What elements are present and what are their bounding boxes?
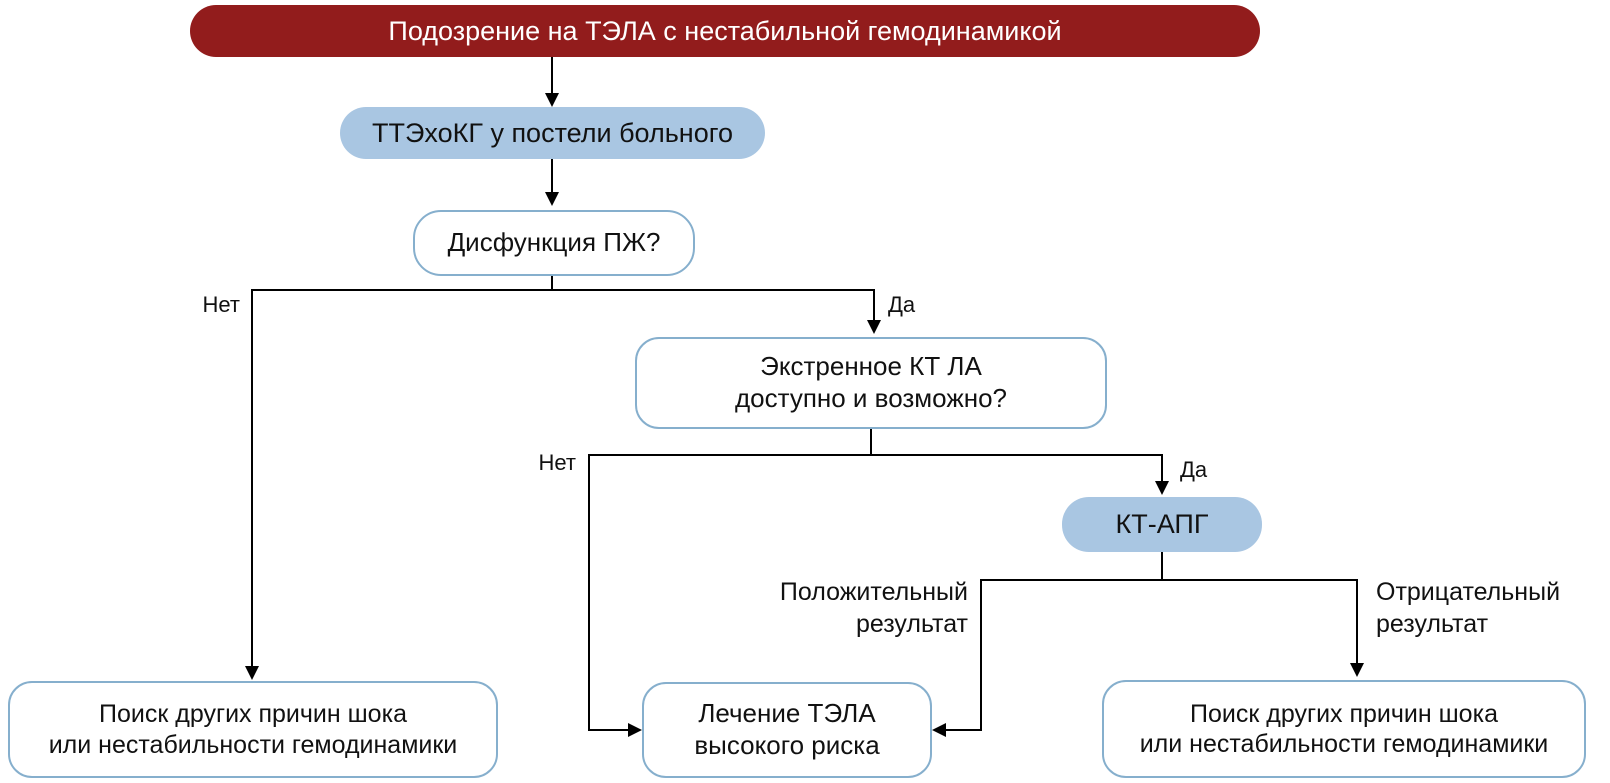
node-suspected-pe: Подозрение на ТЭЛА с нестабильной гемоди… [190,5,1260,57]
edge-label-positive-line1: Положительный [779,578,968,606]
arrowhead-right-icon [628,723,642,737]
connector-line [870,429,872,456]
node-treat-high-risk-pe-line1: Лечение ТЭЛА [698,698,876,729]
edge-label-ct-yes: Да [1180,457,1208,482]
node-rv-dysfunction-label: Дисфункция ПЖ? [447,227,661,258]
connector-line [946,729,982,731]
node-search-other-causes-left: Поиск других причин шока или нестабильно… [8,681,498,778]
node-tte-bedside: ТТЭхоКГ у постели больного [340,107,765,159]
connector-line [1161,552,1163,581]
node-rv-dysfunction: Дисфункция ПЖ? [413,210,695,276]
connector-line [588,454,1163,456]
edge-label-negative-result: Отрицательный результат [1376,577,1560,640]
edge-label-rv-yes: Да [888,292,916,317]
node-treat-high-risk-pe: Лечение ТЭЛА высокого риска [642,682,932,778]
edge-label-positive-line2: результат [855,609,968,638]
connector-line [551,276,553,291]
edge-label-positive-result: Положительный результат [712,577,968,640]
connector-line [251,289,875,291]
node-search-other-causes-right: Поиск других причин шока или нестабильно… [1102,680,1586,778]
connector-line [551,159,553,193]
node-ct-availability-line1: Экстренное КТ ЛА [760,351,982,382]
node-search-other-causes-left-line1: Поиск других причин шока [99,700,407,728]
arrowhead-down-icon [867,320,881,334]
node-treat-high-risk-pe-line2: высокого риска [694,730,880,760]
connector-line [588,729,628,731]
connector-line [980,579,1358,581]
edge-label-negative-line1: Отрицательный [1376,578,1561,606]
edge-label-negative-line2: результат [1376,609,1489,638]
node-search-other-causes-left-line2: или нестабильности гемодинамики [48,730,458,759]
node-ctpa: КТ-АПГ [1062,497,1262,552]
node-search-other-causes-right-line1: Поиск других причин шока [1190,699,1498,728]
node-search-other-causes-right-line2: или нестабильности гемодинамики [1139,730,1549,758]
arrowhead-down-icon [1155,481,1169,495]
connector-line [1161,454,1163,482]
node-ct-availability: Экстренное КТ ЛА доступно и возможно? [635,337,1107,429]
connector-line [1356,579,1358,664]
node-tte-bedside-label: ТТЭхоКГ у постели больного [371,117,734,148]
connector-line [588,454,590,731]
node-ctpa-label: КТ-АПГ [1115,509,1209,540]
arrowhead-down-icon [245,666,259,680]
arrowhead-left-icon [932,723,946,737]
arrowhead-down-icon [1350,663,1364,677]
arrowhead-down-icon [545,93,559,107]
node-ct-availability-line2: доступно и возможно? [734,383,1008,413]
connector-line [873,289,875,321]
node-suspected-pe-label: Подозрение на ТЭЛА с нестабильной гемоди… [388,15,1062,46]
connector-line [251,289,253,667]
connector-line [980,579,982,731]
edge-label-ct-no: Нет [538,450,576,475]
arrowhead-down-icon [545,192,559,206]
connector-line [551,57,553,94]
edge-label-rv-no: Нет [202,292,240,317]
